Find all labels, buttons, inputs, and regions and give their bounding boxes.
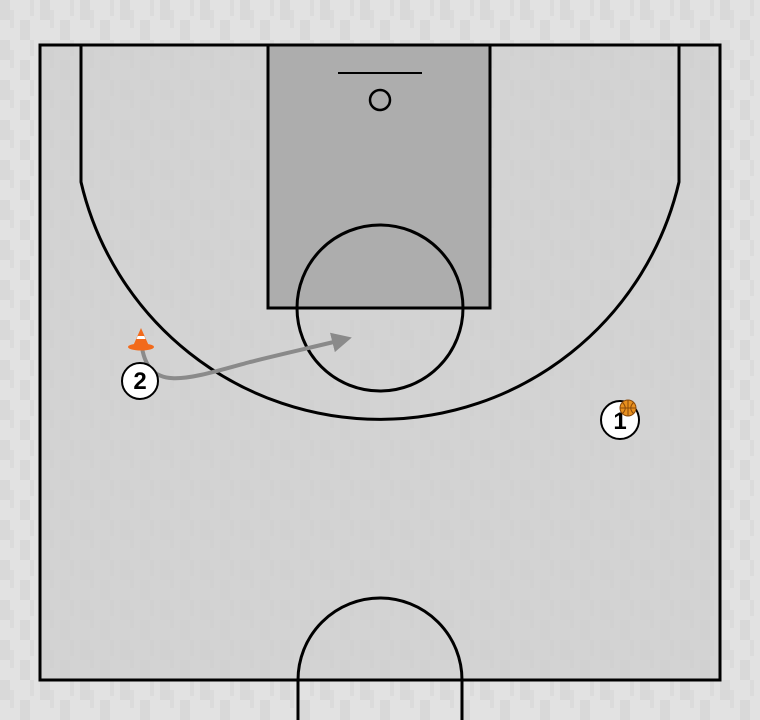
free-throw-circle — [295, 223, 465, 393]
basketball-icon — [619, 399, 637, 417]
court-lines — [38, 43, 722, 720]
lane-lines — [266, 43, 492, 310]
ball-seams — [620, 400, 636, 416]
player-2-marker: 2 — [121, 362, 159, 400]
player-2-label: 2 — [133, 368, 146, 395]
center-circle — [296, 596, 464, 720]
rim — [368, 88, 392, 112]
paint-key — [268, 45, 490, 308]
traffic-cone-icon — [128, 328, 154, 351]
cone-stripe — [136, 336, 146, 339]
player-circle — [121, 362, 159, 400]
player-1-marker: 1 — [600, 399, 640, 440]
three-point-line — [79, 45, 681, 421]
